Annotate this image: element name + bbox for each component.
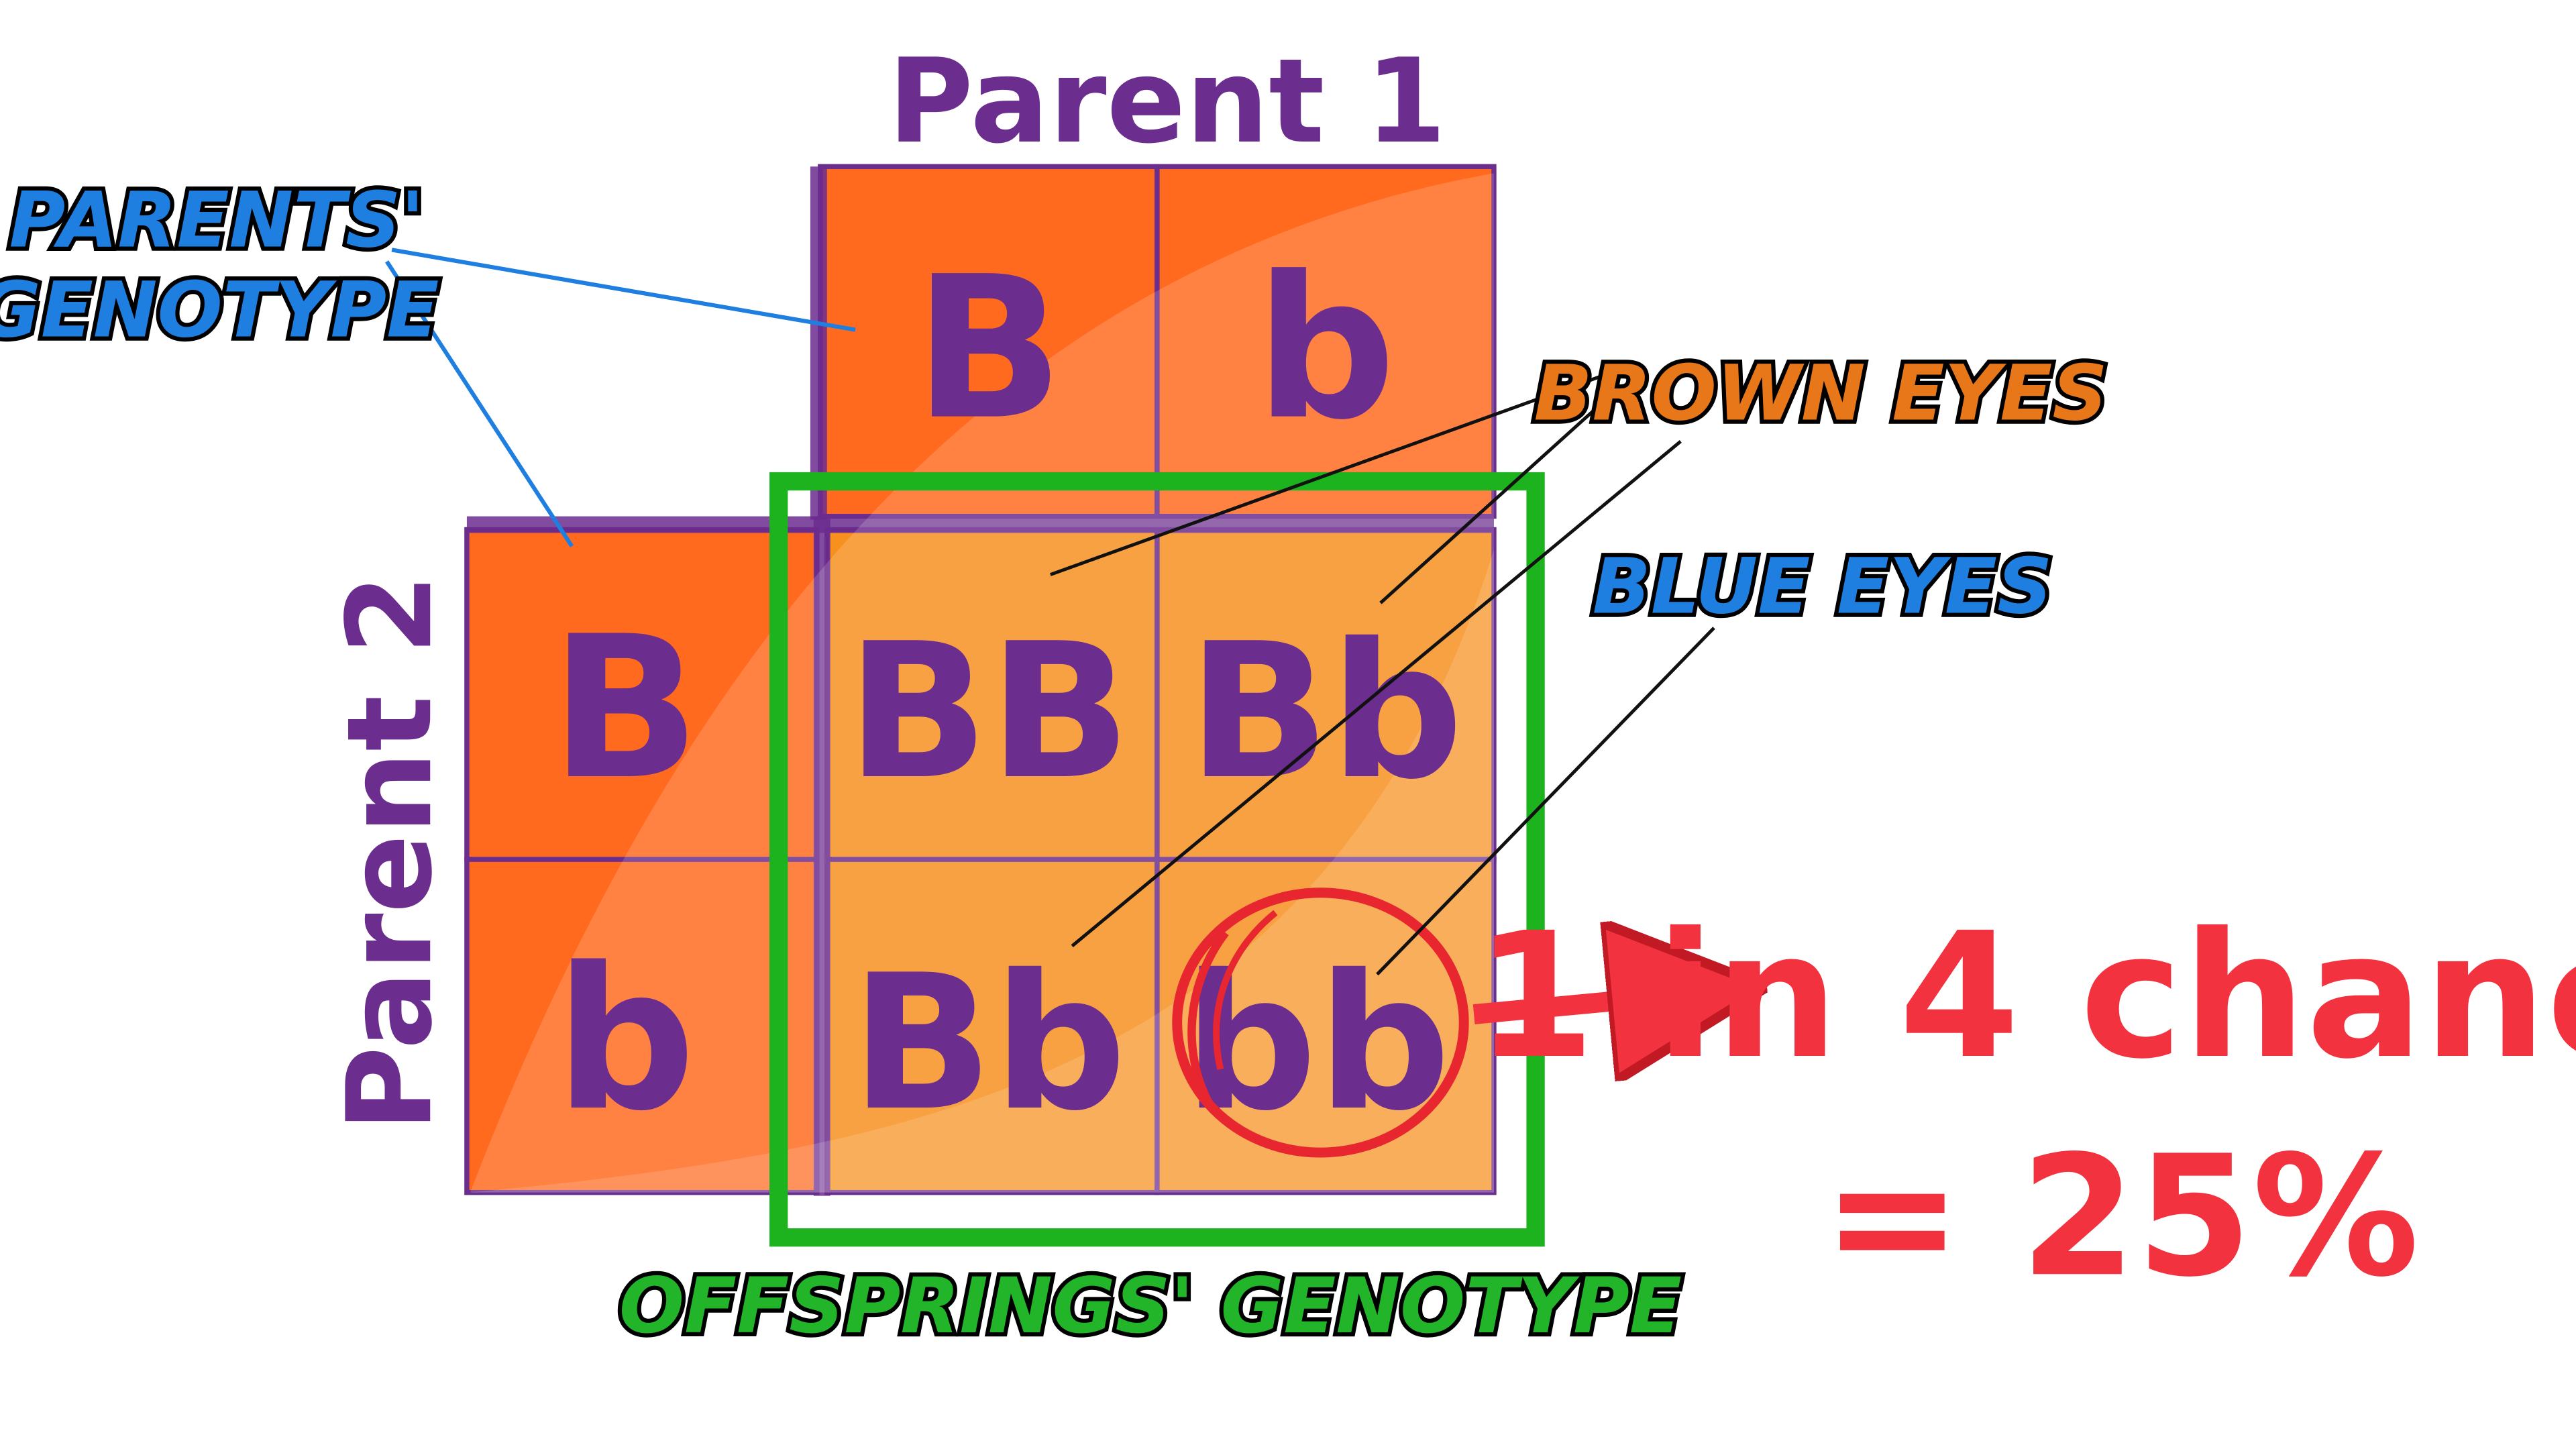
result-arrow (1472, 994, 1687, 1014)
offspring-genotype-Bb-bottom: Bb (851, 934, 1126, 1152)
offspring-left-shadow (813, 516, 830, 1196)
parent1-row-shadow (810, 166, 827, 520)
parent1-alleles-row (810, 164, 1497, 520)
parent2-cell-2 (464, 857, 820, 1195)
bb-highlight-circle (1172, 888, 1469, 1158)
offspring-top-shadow (816, 516, 1494, 533)
parent1-allele-1: B (914, 235, 1064, 464)
parent1-allele-2: b (1255, 235, 1396, 464)
offspring-cell-Bb-bottom (824, 857, 1160, 1195)
parent2-alleles-column (464, 516, 820, 1195)
parents-genotype-pointers (385, 248, 856, 548)
brown-eyes-pointers (1049, 374, 1682, 948)
parent1-label: Parent 1 (888, 34, 1446, 170)
parents-genotype-label-line2: GENOTYPE (0, 266, 439, 355)
parent2-allele-1: B (550, 594, 700, 823)
probability-statement: 1 in 4 chance (1474, 895, 2576, 1097)
parents-genotype-label-line1: PARENTS' (9, 176, 425, 265)
parent1-cell-2 (1155, 164, 1497, 519)
parent2-label: Parent 2 (323, 574, 458, 1132)
gloss-highlight-lower (470, 549, 1494, 1193)
offspring-highlight-box (769, 472, 1545, 1247)
offspring-cell-BB (824, 527, 1160, 862)
blue-eyes-label: BLUE EYES (1593, 542, 2053, 631)
blue-eyes-pointer (1376, 627, 1715, 976)
probability-percentage: = 25% (1823, 1119, 2420, 1313)
brown-eyes-label: BROWN EYES (1534, 349, 2108, 438)
gloss-highlight (470, 173, 1494, 1193)
parent2-column-shadow (466, 516, 817, 533)
offspring-grid (813, 516, 1497, 1196)
parent2-cell-1 (464, 527, 820, 862)
offspring-genotype-Bb-top: Bb (1187, 603, 1463, 820)
offspring-genotype-label: OFFSPRINGS' GENOTYPE (619, 1261, 1682, 1350)
offspring-genotype-BB: BB (847, 603, 1131, 820)
parent2-allele-2: b (555, 926, 696, 1155)
parent1-cell-1 (818, 164, 1160, 519)
offspring-cell-Bb-top (1155, 527, 1497, 862)
